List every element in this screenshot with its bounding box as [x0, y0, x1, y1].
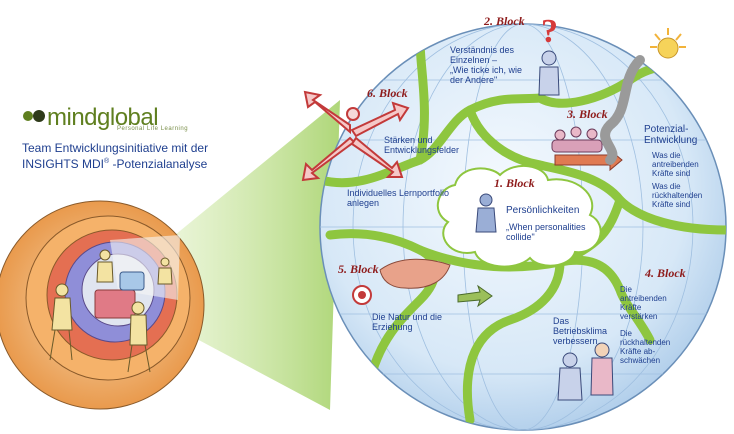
block-5-description: Die Natur und die Erziehung: [372, 312, 443, 332]
block-1-label: 1. Block: [494, 176, 535, 190]
figure-group-block3: [551, 126, 603, 153]
logo-mark-icon: [23, 110, 45, 122]
block-6-label: 6. Block: [367, 86, 408, 100]
registered-mark: ®: [104, 158, 110, 165]
sun-icon: [650, 28, 686, 59]
block-2-description: Verständnis des Einzelnen – „Wie ticke i…: [450, 45, 523, 85]
figures-block4: [557, 342, 614, 401]
block-4-driving-forces: Die antreibenden Kräfte verstärken: [620, 285, 667, 321]
block-4-climate: Das Betriebsklima verbessern: [553, 316, 608, 346]
onion-rings-illustration: [0, 200, 205, 410]
center-cloud: [436, 164, 602, 268]
block5-arrow: [457, 284, 493, 308]
figure-block1: [475, 193, 497, 233]
zoom-beam: [175, 100, 340, 410]
road-path: [600, 55, 645, 165]
block-3-title: Potenzial- Entwicklung: [644, 124, 698, 146]
logo-wordmark: mindglobal: [47, 104, 159, 131]
block-5-label: 5. Block: [338, 262, 379, 276]
direction-arrows-block6: [301, 90, 410, 182]
block-2-label: 2. Block: [484, 14, 525, 28]
block-3-driving-forces: Was die antreibenden Kräfte sind: [652, 151, 699, 178]
block-1-title: Persönlichkeiten: [506, 205, 580, 216]
headline-line-2: INSIGHTS MDI® -Potenzialanalyse: [22, 155, 272, 171]
figure-block2: [538, 50, 560, 96]
block-4-label: 4. Block: [645, 266, 686, 280]
question-mark-icon: ?: [541, 13, 558, 50]
block-3-label: 3. Block: [567, 107, 608, 121]
block-1-subtitle: „When personalities collide": [506, 222, 586, 242]
headline: Team Entwicklungsinitiative mit der INSI…: [22, 141, 272, 171]
headline-line-1: Team Entwicklungsinitiative mit der: [22, 141, 209, 155]
target-icon: [352, 285, 372, 305]
headline-line-2-prefix: INSIGHTS MDI: [22, 157, 105, 171]
block-6-portfolio: Individuelles Lernportfolio anlegen: [347, 188, 450, 208]
block-3-restraining-forces: Was die rückhaltenden Kräfte sind: [652, 182, 703, 209]
block-6-description: Stärken und Entwicklungsfelder: [384, 135, 460, 155]
headline-line-2-suffix: -Potenzialanalyse: [109, 157, 208, 171]
block-4-restraining-forces: Die rückhaltenden Kräfte ab- schwächen: [620, 329, 671, 365]
block5-scroll: [379, 258, 451, 289]
logo-tagline: Personal Life Learning: [117, 126, 189, 132]
